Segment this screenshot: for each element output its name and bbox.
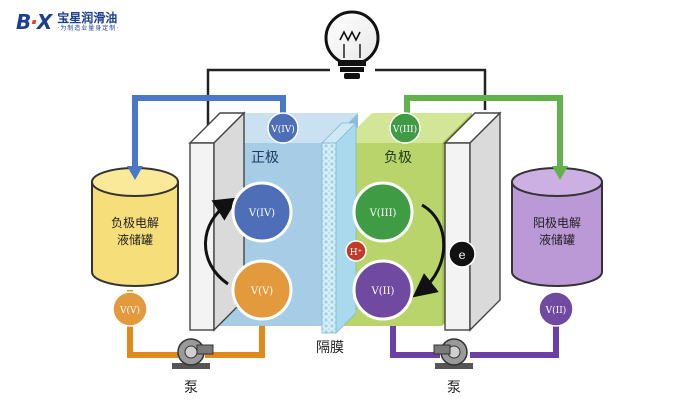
pump-left-label: 泵 xyxy=(184,380,198,396)
ion-v2-pipe: V(II) xyxy=(538,291,574,327)
ion-v3-top-label: V(III) xyxy=(392,124,417,135)
ion-v4-mid: V(IV) xyxy=(231,181,293,243)
ion-v2-mid-label: V(II) xyxy=(371,286,395,297)
electron: e xyxy=(448,240,476,268)
light-bulb-icon xyxy=(324,10,380,79)
ion-v3-mid-label: V(III) xyxy=(369,208,397,219)
negative-electrode-label: 负极 xyxy=(384,150,412,166)
brand-name: 宝星润滑油 xyxy=(57,11,118,25)
membrane-label: 隔膜 xyxy=(316,340,344,356)
brand-logo: B·X 宝星润滑油 ·为制造业量身定制· xyxy=(16,10,119,34)
purple-pipe-left xyxy=(390,322,440,358)
proton-ion: H⁺ xyxy=(345,240,367,262)
right-cycle-arrow xyxy=(412,203,446,298)
ion-v5-mid-label: V(V) xyxy=(250,286,273,297)
ion-v5-pipe-label: V(V) xyxy=(119,305,140,316)
membrane xyxy=(321,122,357,334)
ion-v4-mid-label: V(IV) xyxy=(248,208,275,219)
proton-label: H⁺ xyxy=(350,248,363,258)
positive-electrode-label: 正极 xyxy=(251,150,279,166)
green-pipe xyxy=(404,95,563,172)
brand-mark-dot: · xyxy=(30,10,38,34)
ion-v2-pipe-label: V(II) xyxy=(545,305,567,316)
ion-v3-mid: V(III) xyxy=(352,181,414,243)
green-pipe-arrow xyxy=(552,166,568,180)
blue-pipe-arrow xyxy=(127,166,143,180)
left-cycle-arrow xyxy=(204,197,239,286)
positive-tank-label-line1: 阳极电解 xyxy=(533,216,581,230)
brand-mark: B·X xyxy=(16,10,52,34)
ion-v5-mid: V(V) xyxy=(231,259,293,321)
pump-icon xyxy=(172,338,214,369)
ion-v5-pipe: V(V) xyxy=(112,291,148,327)
brand-mark-x: X xyxy=(36,10,52,34)
brand-mark-b: B xyxy=(16,10,31,34)
negative-tank: 负极电解 液储罐 xyxy=(91,167,179,287)
purple-pipe-right xyxy=(470,325,559,358)
positive-tank-label-line2: 液储罐 xyxy=(539,232,575,247)
wire-left xyxy=(206,68,330,130)
brand-text: 宝星润滑油 ·为制造业量身定制· xyxy=(57,11,119,33)
negative-electrode-plate xyxy=(443,111,502,332)
negative-tank-label-line1: 负极电解 xyxy=(111,216,159,230)
wire-right xyxy=(375,68,487,110)
positive-tank: 阳极电解 液储罐 xyxy=(511,167,603,287)
pipes xyxy=(127,95,568,358)
electron-label: e xyxy=(458,248,465,262)
ion-v4-top-label: V(IV) xyxy=(270,124,295,135)
brand-slogan: ·为制造业量身定制· xyxy=(57,25,120,32)
blue-pipe xyxy=(132,95,286,172)
pump-right-label: 泵 xyxy=(447,380,461,396)
ion-v3-top: V(III) xyxy=(389,112,421,144)
ion-v4-top: V(IV) xyxy=(267,112,299,144)
pump-icon xyxy=(433,338,473,369)
orange-pipe-right xyxy=(205,325,265,358)
ion-v2-mid: V(II) xyxy=(352,259,414,321)
negative-tank-label-line2: 液储罐 xyxy=(117,232,153,247)
